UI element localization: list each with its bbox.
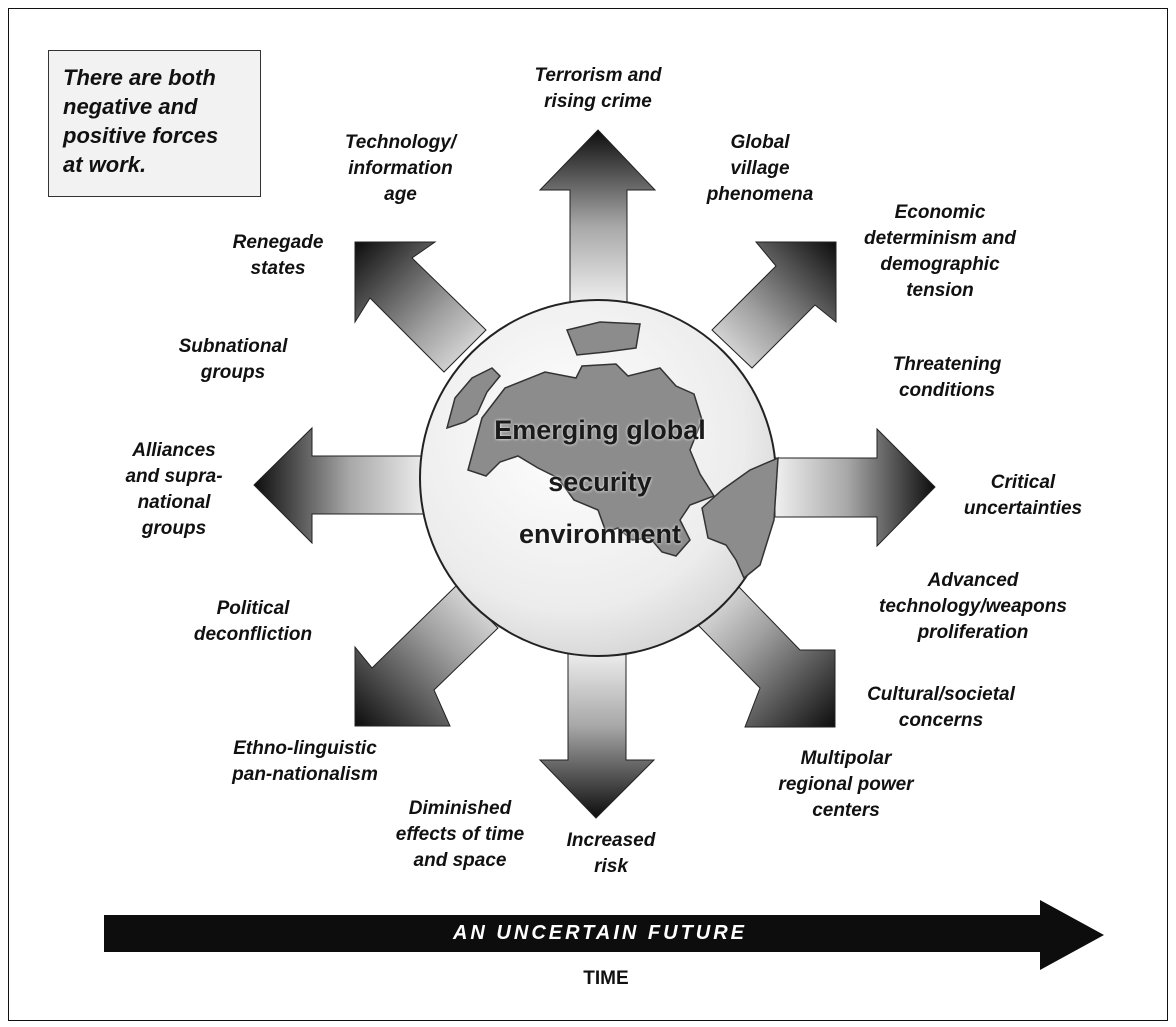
- label-renegade: Renegade states: [232, 232, 324, 279]
- label-diminished: Diminished effects of time and space: [395, 798, 525, 871]
- arrow-down: [538, 649, 656, 819]
- label-critical: Critical uncertainties: [963, 472, 1083, 519]
- label-political: Political deconfliction: [193, 598, 313, 645]
- label-terrorism: Terrorism and rising crime: [534, 65, 662, 112]
- label-threatening: Threatening conditions: [892, 354, 1002, 401]
- arrow-up-left: [354, 241, 487, 373]
- label-technology-info: Technology/ information age: [344, 132, 457, 205]
- arrow-down-right: [697, 585, 836, 728]
- arrow-left: [253, 426, 429, 545]
- label-ethno: Ethno-linguistic pan-nationalism: [232, 738, 378, 785]
- label-advanced-tech: Advanced technology/weapons proliferatio…: [879, 570, 1067, 643]
- label-cultural: Cultural/societal concerns: [867, 684, 1015, 731]
- time-axis-label: TIME: [583, 968, 629, 989]
- label-alliances: Alliances and supra- national groups: [125, 440, 223, 539]
- timeline-banner: AN UNCERTAIN FUTURE: [452, 922, 748, 944]
- label-economic: Economic determinism and demographic ten…: [863, 202, 1017, 301]
- arrow-up-right: [711, 241, 837, 369]
- label-increased-risk: Increased risk: [566, 830, 656, 877]
- globe-landmasses: [445, 321, 779, 580]
- label-multipolar: Multipolar regional power centers: [778, 748, 914, 821]
- callout-text: There are both negative and positive for…: [63, 65, 219, 177]
- label-global-village: Global village phenomena: [706, 132, 814, 205]
- arrow-down-left: [354, 585, 499, 727]
- label-subnational: Subnational groups: [178, 336, 288, 383]
- globe-title: Emerging global security environment: [494, 415, 706, 549]
- arrow-up: [538, 129, 657, 306]
- callout-box: There are both negative and positive for…: [48, 50, 261, 197]
- diagram-frame: [8, 8, 1168, 1021]
- timeline-arrow: [104, 900, 1104, 970]
- arrow-right: [774, 427, 936, 548]
